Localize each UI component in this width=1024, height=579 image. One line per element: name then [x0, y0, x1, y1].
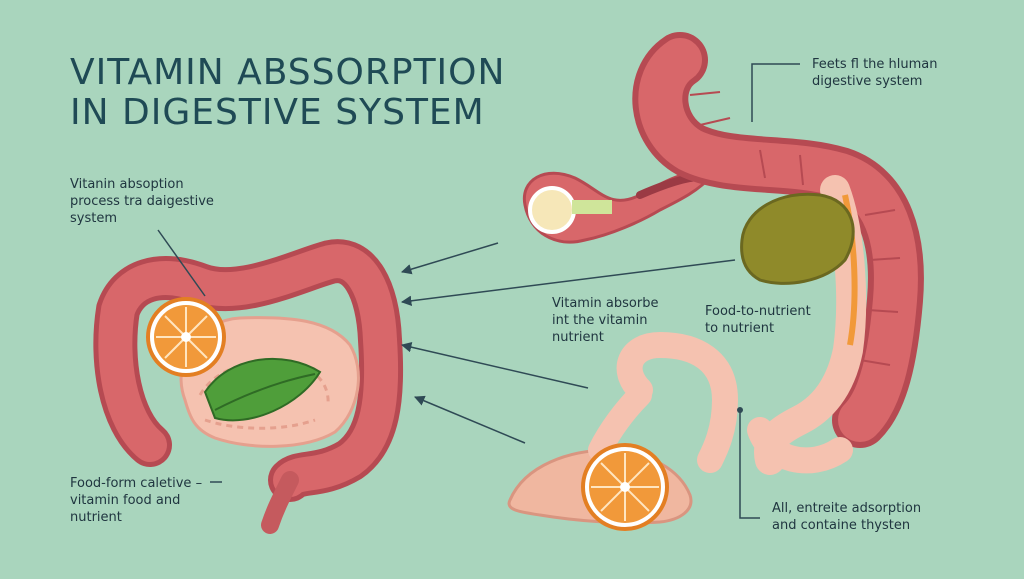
label-top-left-line: Vitanin absoption	[70, 177, 184, 192]
leader-top-right	[751, 63, 800, 122]
label-right-mid: Food-to-nutrient to nutrient	[705, 303, 811, 337]
label-right-mid-line: Food-to-nutrient	[705, 304, 811, 319]
label-top-right-line: digestive system	[812, 74, 923, 89]
stomach-section	[522, 171, 716, 244]
label-bottom-right-line: All, entreite adsorption	[772, 501, 922, 516]
label-right-mid-line: to nutrient	[705, 321, 775, 336]
connector-arrows	[157, 63, 800, 519]
arrow-to-bottom	[414, 395, 526, 444]
leaf-icon	[203, 357, 322, 422]
label-bottom-right: All, entreite adsorption and containe th…	[772, 500, 921, 534]
label-bottom-left-line: nutrient	[70, 510, 122, 525]
label-top-right-line: Feets fl the hluman	[812, 57, 938, 72]
left-orange-slice-icon	[146, 297, 226, 377]
title-line-2: IN DIGESTIVE SYSTEM	[70, 92, 485, 133]
leader-bottom-right	[739, 410, 760, 519]
leader-dot	[737, 407, 743, 413]
label-top-left-line: system	[70, 211, 117, 226]
label-center-line: nutrient	[552, 330, 604, 345]
right-orange-slice-icon	[581, 443, 669, 531]
label-top-right: Feets fl the hluman digestive system	[812, 56, 938, 90]
title-line-1: VITAMIN ABSSORPTION	[70, 52, 506, 93]
label-bottom-left-line: Food-form caletive –	[70, 476, 203, 491]
label-center: Vitamin absorbe int the vitamin nutrient	[552, 295, 658, 346]
label-top-left: Vitanin absoption process tra daigestive…	[70, 176, 214, 227]
label-bottom-right-line: and containe thysten	[772, 518, 911, 533]
right-large-intestine	[632, 32, 924, 448]
arrow-to-organ	[400, 342, 589, 389]
arrow-to-liver	[400, 259, 736, 307]
label-center-line: Vitamin absorbe	[552, 296, 659, 311]
arrow-to-stomach	[400, 242, 499, 275]
left-large-intestine	[93, 239, 404, 534]
label-bottom-left: Food-form caletive – vitamin food and nu…	[70, 475, 202, 526]
label-center-line: int the vitamin	[552, 313, 648, 328]
label-bottom-left-line: vitamin food and	[70, 493, 181, 508]
leader-top-left	[157, 229, 206, 297]
liver-shape	[740, 192, 855, 285]
label-top-left-line: process tra daigestive	[70, 194, 214, 209]
